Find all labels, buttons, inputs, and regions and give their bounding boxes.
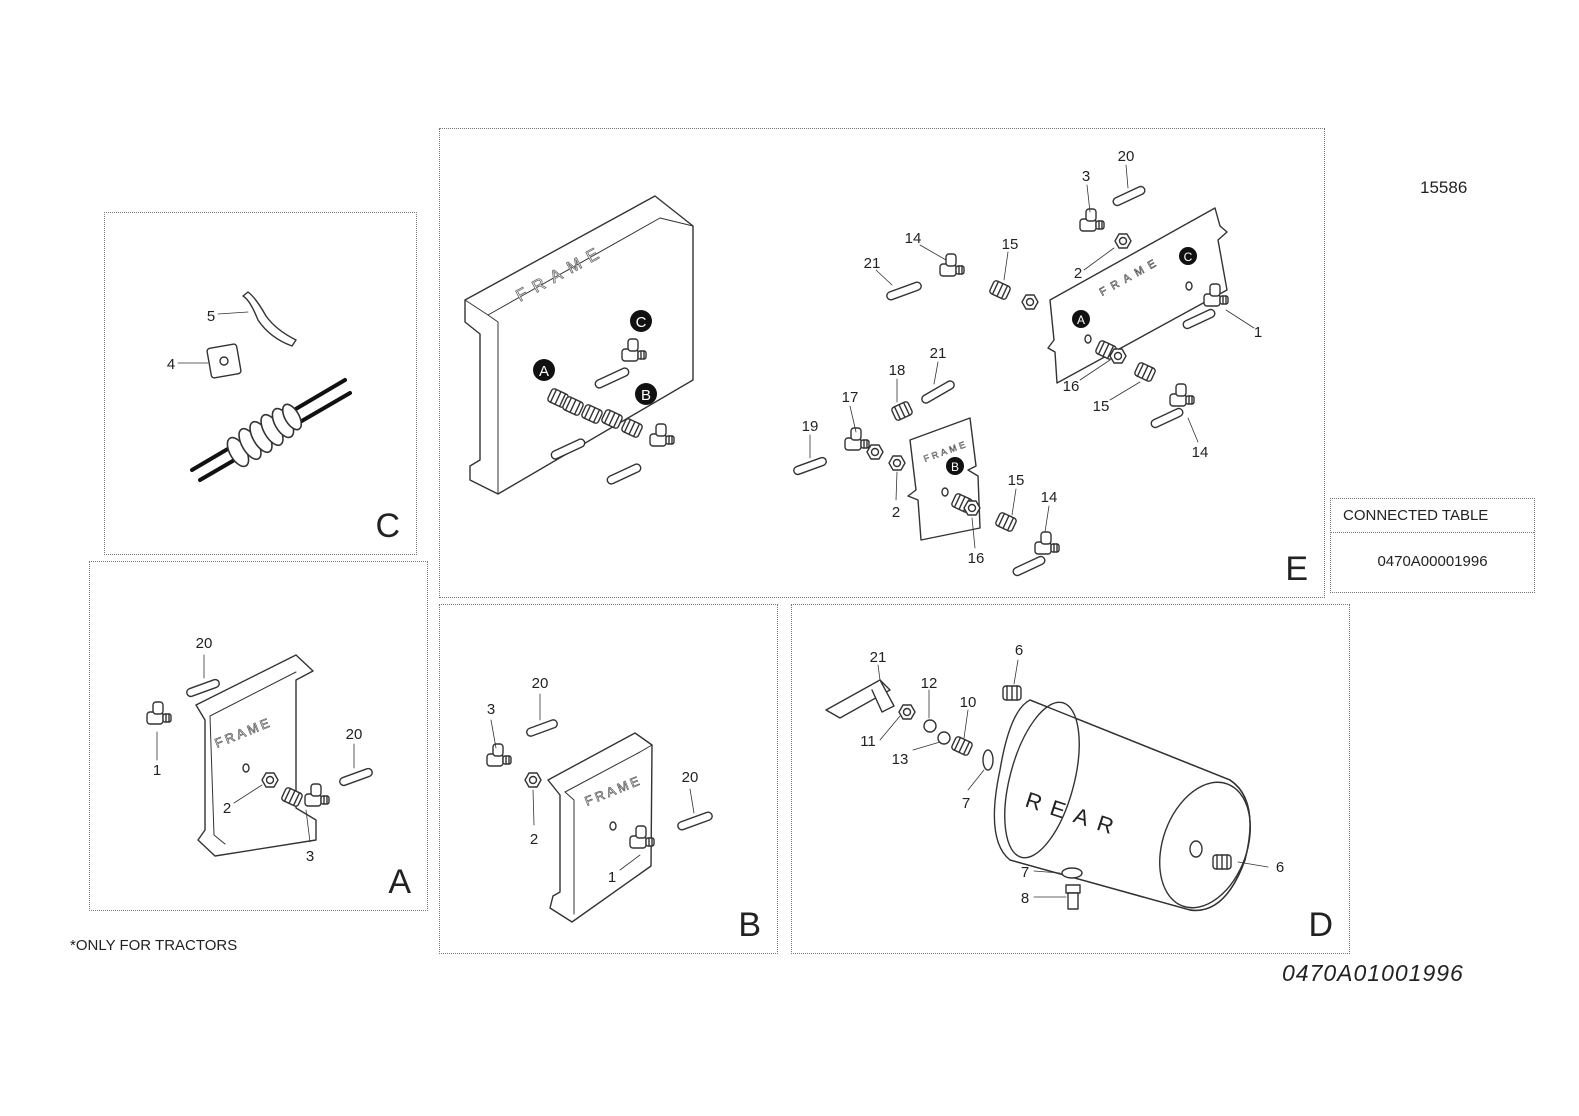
callout-e-4: 15 bbox=[1002, 236, 1019, 253]
callout-b-3: 2 bbox=[530, 831, 538, 848]
marker-b-plate: B bbox=[951, 460, 959, 474]
callout-e-17: 14 bbox=[1041, 489, 1058, 506]
callout-e-5: 21 bbox=[864, 255, 881, 272]
callout-d-2: 6 bbox=[1015, 642, 1023, 659]
panel-b-drawing: FRAME bbox=[486, 719, 713, 923]
marker-b-large: B bbox=[641, 387, 651, 404]
callout-c-1: 5 bbox=[207, 308, 215, 325]
panel-c-drawing bbox=[177, 291, 352, 482]
callout-b-2: 3 bbox=[487, 701, 495, 718]
callout-d-9: 8 bbox=[1021, 890, 1029, 907]
panel-e-letter: E bbox=[1285, 550, 1308, 588]
callout-c-2: 4 bbox=[167, 356, 175, 373]
panel-e-plate-b: FRAME B bbox=[793, 380, 1060, 577]
panel-c-letter: C bbox=[375, 507, 400, 545]
callout-e-3: 14 bbox=[905, 230, 922, 247]
panel-b: B bbox=[439, 604, 778, 954]
panel-a: A bbox=[89, 561, 428, 911]
callout-d-4: 10 bbox=[960, 694, 977, 711]
callout-d-6: 13 bbox=[892, 751, 909, 768]
panel-c: C bbox=[104, 212, 417, 555]
panel-e-large-frame: FRAME A C B bbox=[464, 195, 694, 495]
panel-a-letter: A bbox=[388, 863, 411, 901]
callout-e-9: 15 bbox=[1093, 398, 1110, 415]
connected-table-value: 0470A00001996 bbox=[1377, 553, 1488, 570]
callout-b-4: 20 bbox=[682, 769, 699, 786]
callout-a-2: 1 bbox=[153, 762, 161, 779]
marker-a-large: A bbox=[539, 363, 549, 380]
callout-a-1: 20 bbox=[196, 635, 213, 652]
panel-b-letter: B bbox=[738, 906, 761, 944]
callout-e-8: 16 bbox=[1063, 378, 1080, 395]
callout-e-10: 14 bbox=[1192, 444, 1209, 461]
footnote: *ONLY FOR TRACTORS bbox=[70, 937, 238, 954]
callout-a-5: 3 bbox=[306, 848, 314, 865]
callout-d-5: 11 bbox=[860, 733, 876, 750]
marker-c-plate: C bbox=[1184, 250, 1193, 264]
connected-table: CONNECTED TABLE 0470A00001996 bbox=[1330, 498, 1535, 593]
leader-lines bbox=[156, 164, 1269, 898]
cable-tie bbox=[242, 291, 297, 347]
callout-d-7: 7 bbox=[962, 795, 970, 812]
callout-b-5: 1 bbox=[608, 869, 616, 886]
panel-a-drawing: FRAME bbox=[146, 654, 373, 857]
callout-d-3: 12 bbox=[921, 675, 938, 692]
panel-d: D bbox=[791, 604, 1350, 954]
panel-e: E bbox=[439, 128, 1325, 598]
marker-a-plate: A bbox=[1077, 313, 1085, 327]
callout-d-8: 7 bbox=[1021, 864, 1029, 881]
callout-b-1: 20 bbox=[532, 675, 549, 692]
callout-e-7: 1 bbox=[1254, 324, 1262, 341]
callout-a-4: 2 bbox=[223, 800, 231, 817]
callout-e-15: 2 bbox=[892, 504, 900, 521]
callout-e-16: 15 bbox=[1008, 472, 1025, 489]
callout-e-11: 21 bbox=[930, 345, 947, 362]
callout-d-1: 21 bbox=[870, 649, 887, 666]
callout-e-6: 2 bbox=[1074, 265, 1082, 282]
callout-e-18: 16 bbox=[968, 550, 985, 567]
panel-d-drawing: REAR bbox=[825, 679, 1251, 912]
clip-block bbox=[206, 343, 242, 379]
callout-e-2: 3 bbox=[1082, 168, 1090, 185]
callout-e-14: 19 bbox=[802, 418, 819, 435]
panel-d-letter: D bbox=[1308, 906, 1333, 944]
callout-d-10: 6 bbox=[1276, 859, 1284, 876]
callout-e-13: 17 bbox=[842, 389, 859, 406]
drawing-number: 0470A01001996 bbox=[1282, 960, 1464, 986]
callouts: 20 1 20 2 3 20 3 2 20 1 5 4 21 6 12 10 1… bbox=[153, 148, 1284, 907]
marker-c-large: C bbox=[636, 314, 647, 331]
callout-e-12: 18 bbox=[889, 362, 906, 379]
callout-e-1: 20 bbox=[1118, 148, 1135, 165]
connected-table-header: CONNECTED TABLE bbox=[1331, 499, 1534, 533]
document-id: 15586 bbox=[1420, 178, 1468, 197]
callout-a-3: 20 bbox=[346, 726, 363, 743]
spiral-wrap bbox=[226, 403, 303, 468]
